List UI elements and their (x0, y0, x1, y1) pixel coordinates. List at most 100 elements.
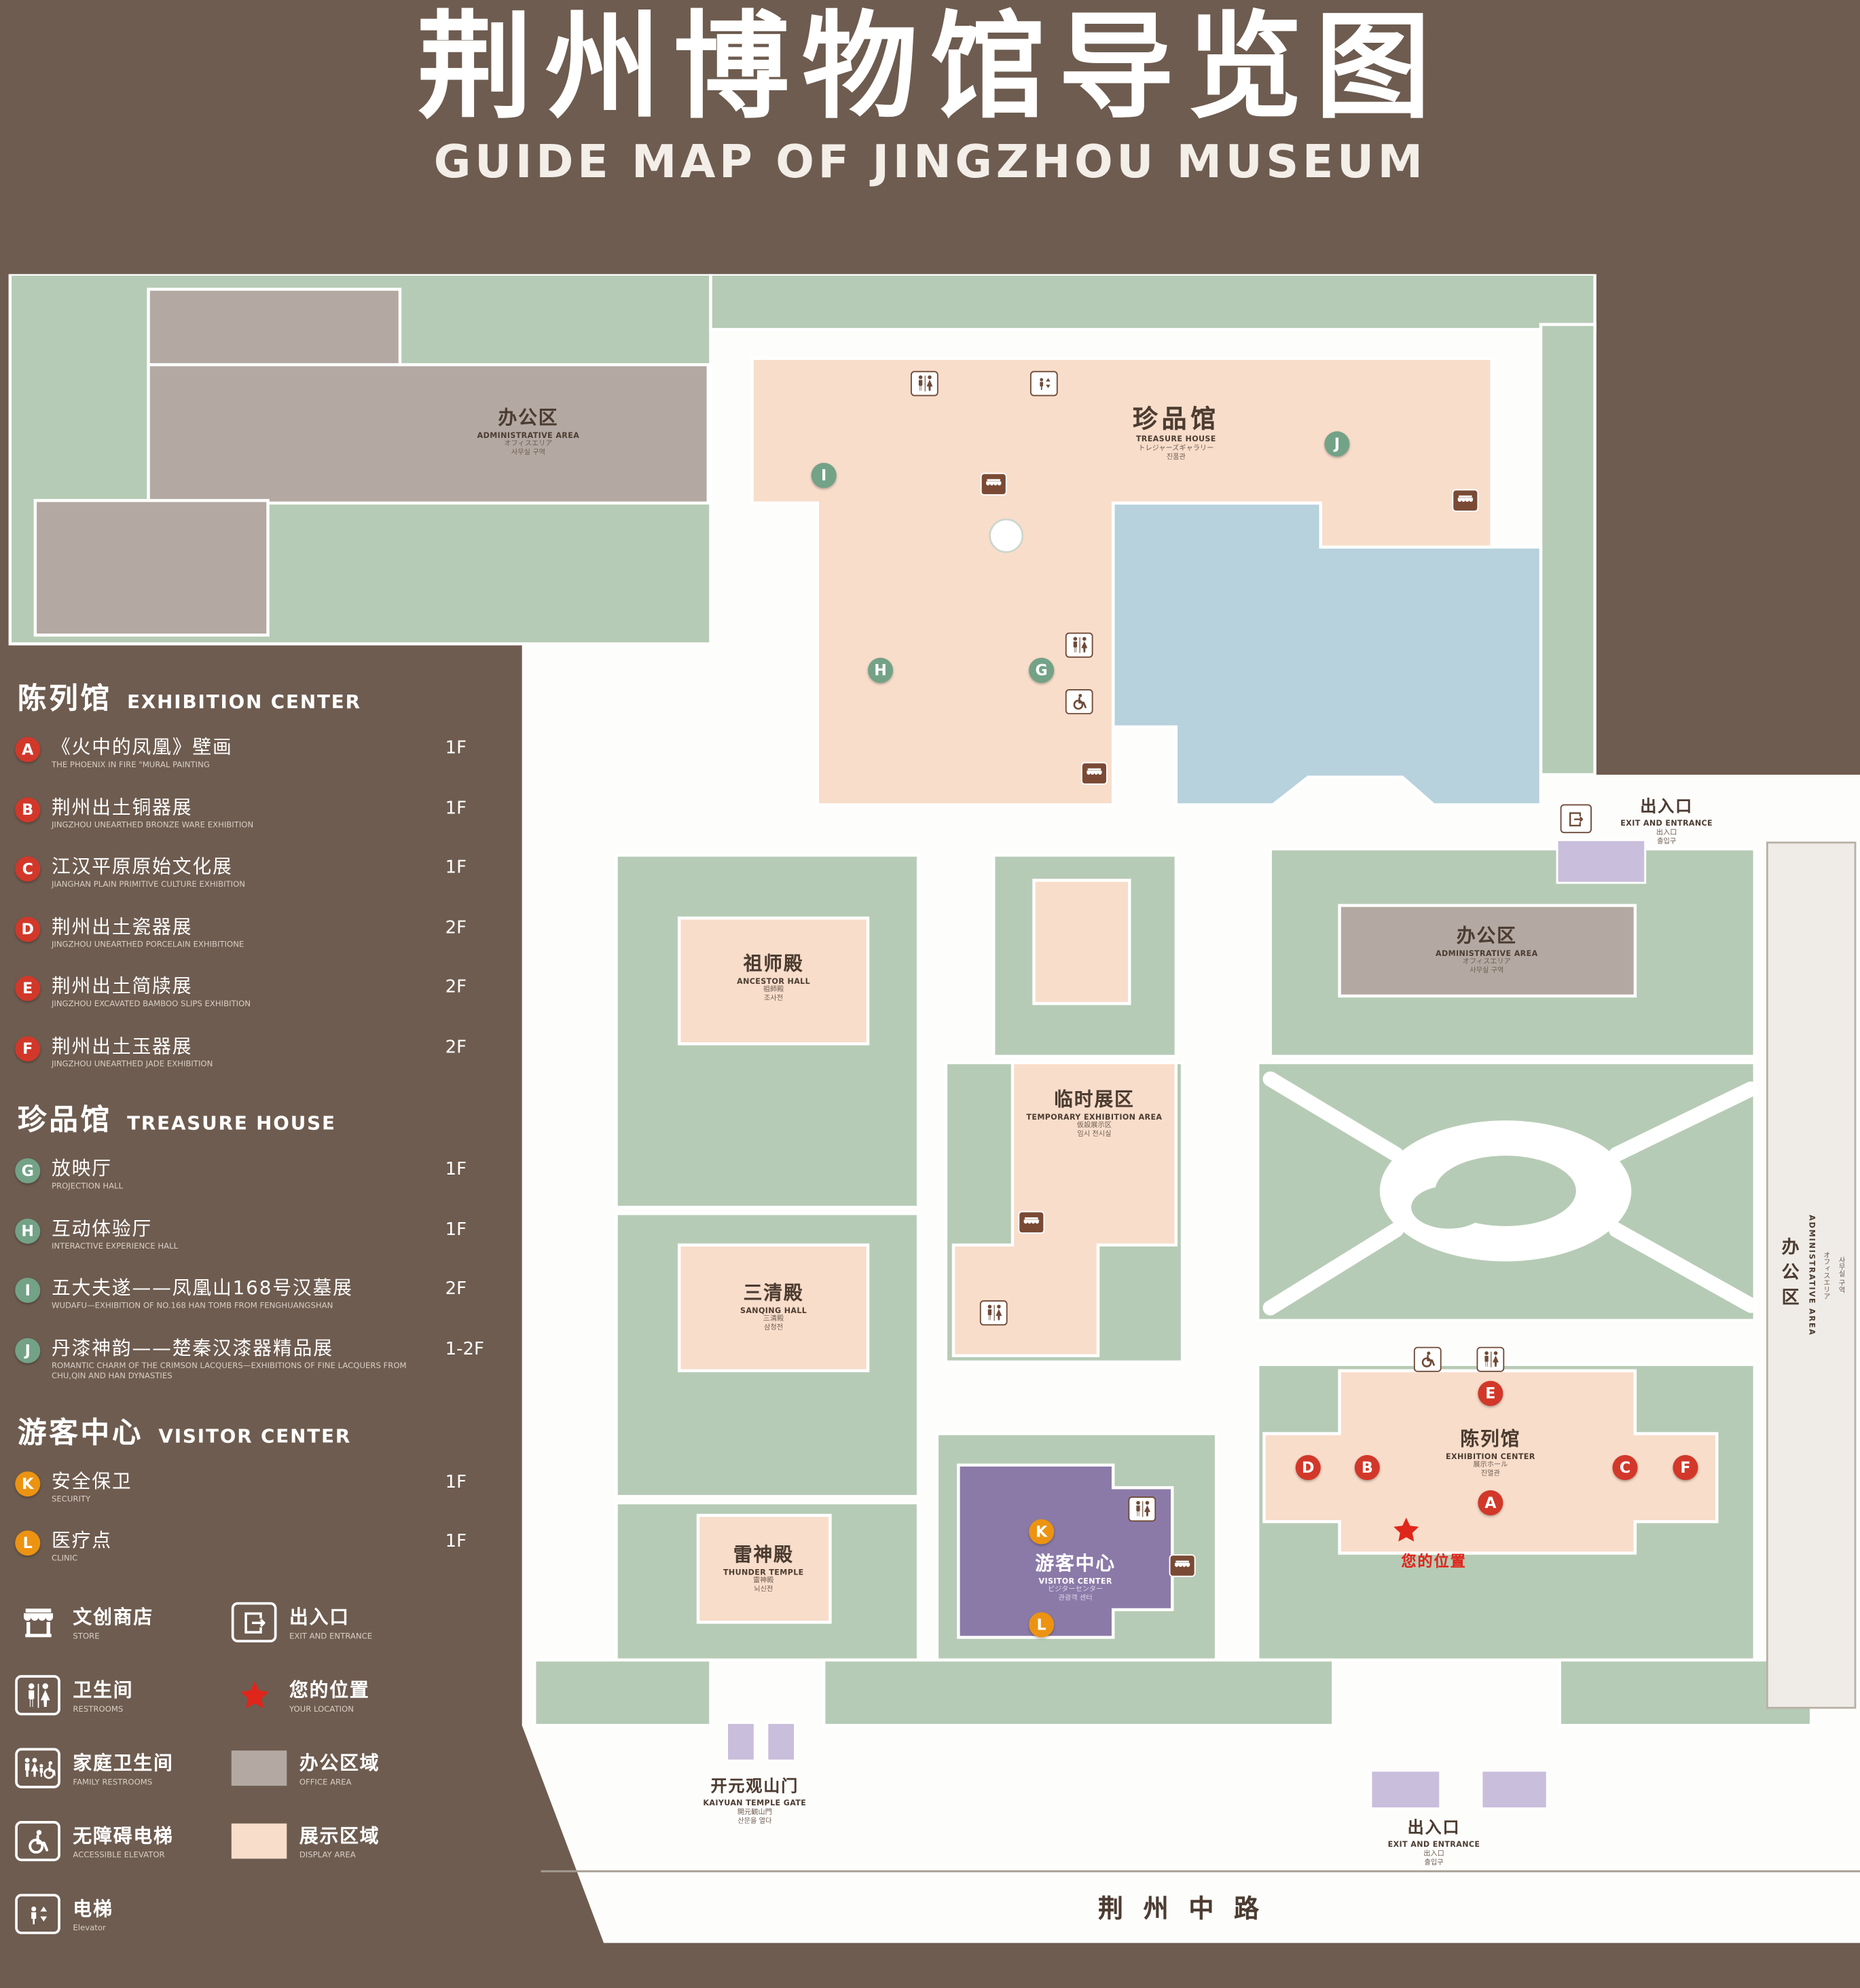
label-zh: 出入口 (289, 1606, 350, 1629)
sanqing-hall-building (677, 1243, 870, 1373)
legend-item-L: L 医疗点 CLINIC 1F (15, 1529, 490, 1565)
exhibition-center-building (1262, 1369, 1719, 1555)
map-marker-G: G (1029, 657, 1055, 683)
label-kr: 임시 전시실 (1077, 1131, 1112, 1139)
label-en: DISPLAY AREA (299, 1851, 356, 1860)
item-en: SECURITY (51, 1494, 91, 1504)
item-zh: 安全保卫 (51, 1469, 132, 1492)
restroom-icon (1476, 1346, 1505, 1372)
label-en: RESTROOMS (73, 1705, 124, 1714)
store-icon (1169, 1554, 1196, 1577)
restroom-icon (1065, 632, 1093, 658)
item-zh: 五大夫遂——凤凰山168号汉墓展 (51, 1276, 353, 1300)
label-en: TEMPORARY EXHIBITION AREA (1026, 1112, 1163, 1122)
label-zh: 卫生间 (73, 1678, 134, 1702)
family-restroom-icon (15, 1748, 60, 1788)
gate-structure-2 (766, 1722, 797, 1762)
label-zh: 珍品馆 (1132, 403, 1220, 434)
item-en: ROMANTIC CHARM OF THE CRIMSON LACQUERS—E… (51, 1361, 407, 1381)
label-zh: 出入口 (1407, 1819, 1461, 1839)
label-en: SANQING HALL (740, 1306, 807, 1315)
your-location-label: 您的位置 (1401, 1552, 1467, 1570)
exhibition-center-label: 陈列馆 EXHIBITION CENTER 展示ホール 진열관 (1446, 1428, 1535, 1480)
label-en: EXHIBITION CENTER (1446, 1452, 1535, 1461)
label-zh: 雷神殿 (733, 1543, 794, 1566)
item-floor: 2F (445, 977, 467, 997)
item-zh: 丹漆神韵——楚秦汉漆器精品展 (51, 1336, 333, 1359)
marker-K: K (15, 1471, 41, 1496)
legend-item-E: E 荆州出土简牍展 JINGZHOU EXCAVATED BAMBOO SLIP… (15, 974, 490, 1010)
item-en: JINGZHOU UNEARTHED PORCELAIN EXHIBITIONE (51, 940, 244, 949)
label-jp: 三清殿 (763, 1316, 784, 1324)
admin-building-right (1766, 841, 1857, 1709)
legend-label: 卫生间 RESTROOMS (73, 1676, 133, 1714)
label-kr: 사무실 구역 (511, 449, 545, 458)
label-jp: 仮設展示区 (1076, 1122, 1112, 1130)
legend-item-text: 荆州出土玉器展 JINGZHOU UNEARTHED JADE EXHIBITI… (52, 1034, 445, 1070)
label-zh: 文创商店 (73, 1606, 153, 1629)
legend-item-F: F 荆州出土玉器展 JINGZHOU UNEARTHED JADE EXHIBI… (15, 1034, 490, 1070)
legend-label: 办公区域 OFFICE AREA (299, 1749, 380, 1787)
label-en: ACCESSIBLE ELEVATOR (73, 1851, 165, 1860)
office-area-swatch (231, 1750, 287, 1786)
item-floor: 1F (445, 738, 467, 758)
road-name: 荆州中路 (1097, 1893, 1279, 1923)
label-en: STORE (73, 1632, 100, 1642)
legend-family-restroom: 家庭卫生间 FAMILY RESTROOMS (15, 1748, 232, 1788)
label-zh: 展示区域 (299, 1824, 380, 1847)
item-floor: 2F (445, 917, 467, 938)
admin-building-top-c (33, 498, 270, 637)
label-kr: 출입구 (1424, 1859, 1444, 1867)
your-location-star-icon (1391, 1515, 1421, 1545)
restroom-icon (15, 1675, 60, 1716)
legend-accessible-elevator: 无障碍电梯 ACCESSIBLE ELEVATOR (15, 1820, 232, 1862)
legend-section-exhibition-center: 陈列馆 EXHIBITION CENTER (18, 674, 490, 717)
section-title-en: TREASURE HOUSE (127, 1111, 336, 1135)
item-zh: 医疗点 (51, 1529, 112, 1552)
display-area-swatch (231, 1823, 287, 1859)
item-floor: 2F (445, 1278, 467, 1300)
legend-store: 文创商店 STORE (15, 1604, 232, 1642)
item-en: PROJECTION HALL (51, 1182, 124, 1192)
accessible-elevator-icon (15, 1820, 60, 1862)
section-title-zh: 陈列馆 (17, 682, 112, 716)
admin-building-top-a (147, 287, 402, 369)
ancestor-hall-label: 祖师殿 ANCESTOR HALL 祖師殿 조사전 (737, 953, 810, 1005)
marker-F: F (15, 1035, 41, 1061)
label-en: VISITOR CENTER (1038, 1577, 1112, 1586)
admin-mid-label: 办公区 ADMINISTRATIVE AREA オフィスエリア 사무실 구역 (1436, 925, 1538, 977)
legend-label: 文创商店 STORE (73, 1604, 153, 1642)
sanqing-hall-label: 三清殿 SANQING HALL 三清殿 삼청전 (740, 1282, 807, 1334)
label-en: THUNDER TEMPLE (723, 1568, 804, 1577)
label-en: Elevator (73, 1923, 106, 1933)
label-zh: 办公区 (1779, 1237, 1800, 1313)
section-title-en: VISITOR CENTER (158, 1424, 352, 1447)
label-zh: 临时展区 (1054, 1088, 1135, 1111)
item-en: INTERACTIVE EXPERIENCE HALL (51, 1242, 179, 1251)
label-kr: 산문을 열다 (737, 1818, 772, 1826)
legend-label: 无障碍电梯 ACCESSIBLE ELEVATOR (73, 1822, 173, 1860)
store-icon (1080, 762, 1108, 785)
legend-office-area: 办公区域 OFFICE AREA (231, 1749, 496, 1787)
map-marker-E: E (1478, 1380, 1503, 1406)
map-marker-A: A (1478, 1490, 1503, 1515)
item-en: CLINIC (51, 1554, 78, 1564)
label-jp: 祖師殿 (763, 987, 784, 995)
label-en: OFFICE AREA (299, 1778, 352, 1787)
item-floor: 1F (445, 1219, 467, 1240)
page-subtitle: GUIDE MAP OF JINGZHOU MUSEUM (433, 136, 1427, 189)
visitor-center-building (957, 1463, 1174, 1639)
label-jp: オフィスエリア (1462, 959, 1511, 967)
legend-item-text: 五大夫遂——凤凰山168号汉墓展 WUDAFU—EXHIBITION OF NO… (52, 1276, 445, 1312)
legend-item-text: 互动体验厅 INTERACTIVE EXPERIENCE HALL (52, 1217, 445, 1253)
label-jp: 展示ホール (1473, 1462, 1508, 1470)
label-jp: 出入口 (1656, 828, 1677, 837)
marker-B: B (15, 796, 41, 822)
legend-item-I: I 五大夫遂——凤凰山168号汉墓展 WUDAFU—EXHIBITION OF … (15, 1276, 490, 1312)
label-en: ADMINISTRATIVE AREA (1806, 1214, 1816, 1336)
legend-display-area: 展示区域 DISPLAY AREA (231, 1822, 496, 1860)
label-jp: 開元観山門 (737, 1808, 772, 1816)
label-kr: 뇌신전 (754, 1586, 773, 1594)
header: 荆州博物馆导览图 GUIDE MAP OF JINGZHOU MUSEUM (0, 0, 1860, 188)
label-jp: 出入口 (1423, 1849, 1444, 1858)
